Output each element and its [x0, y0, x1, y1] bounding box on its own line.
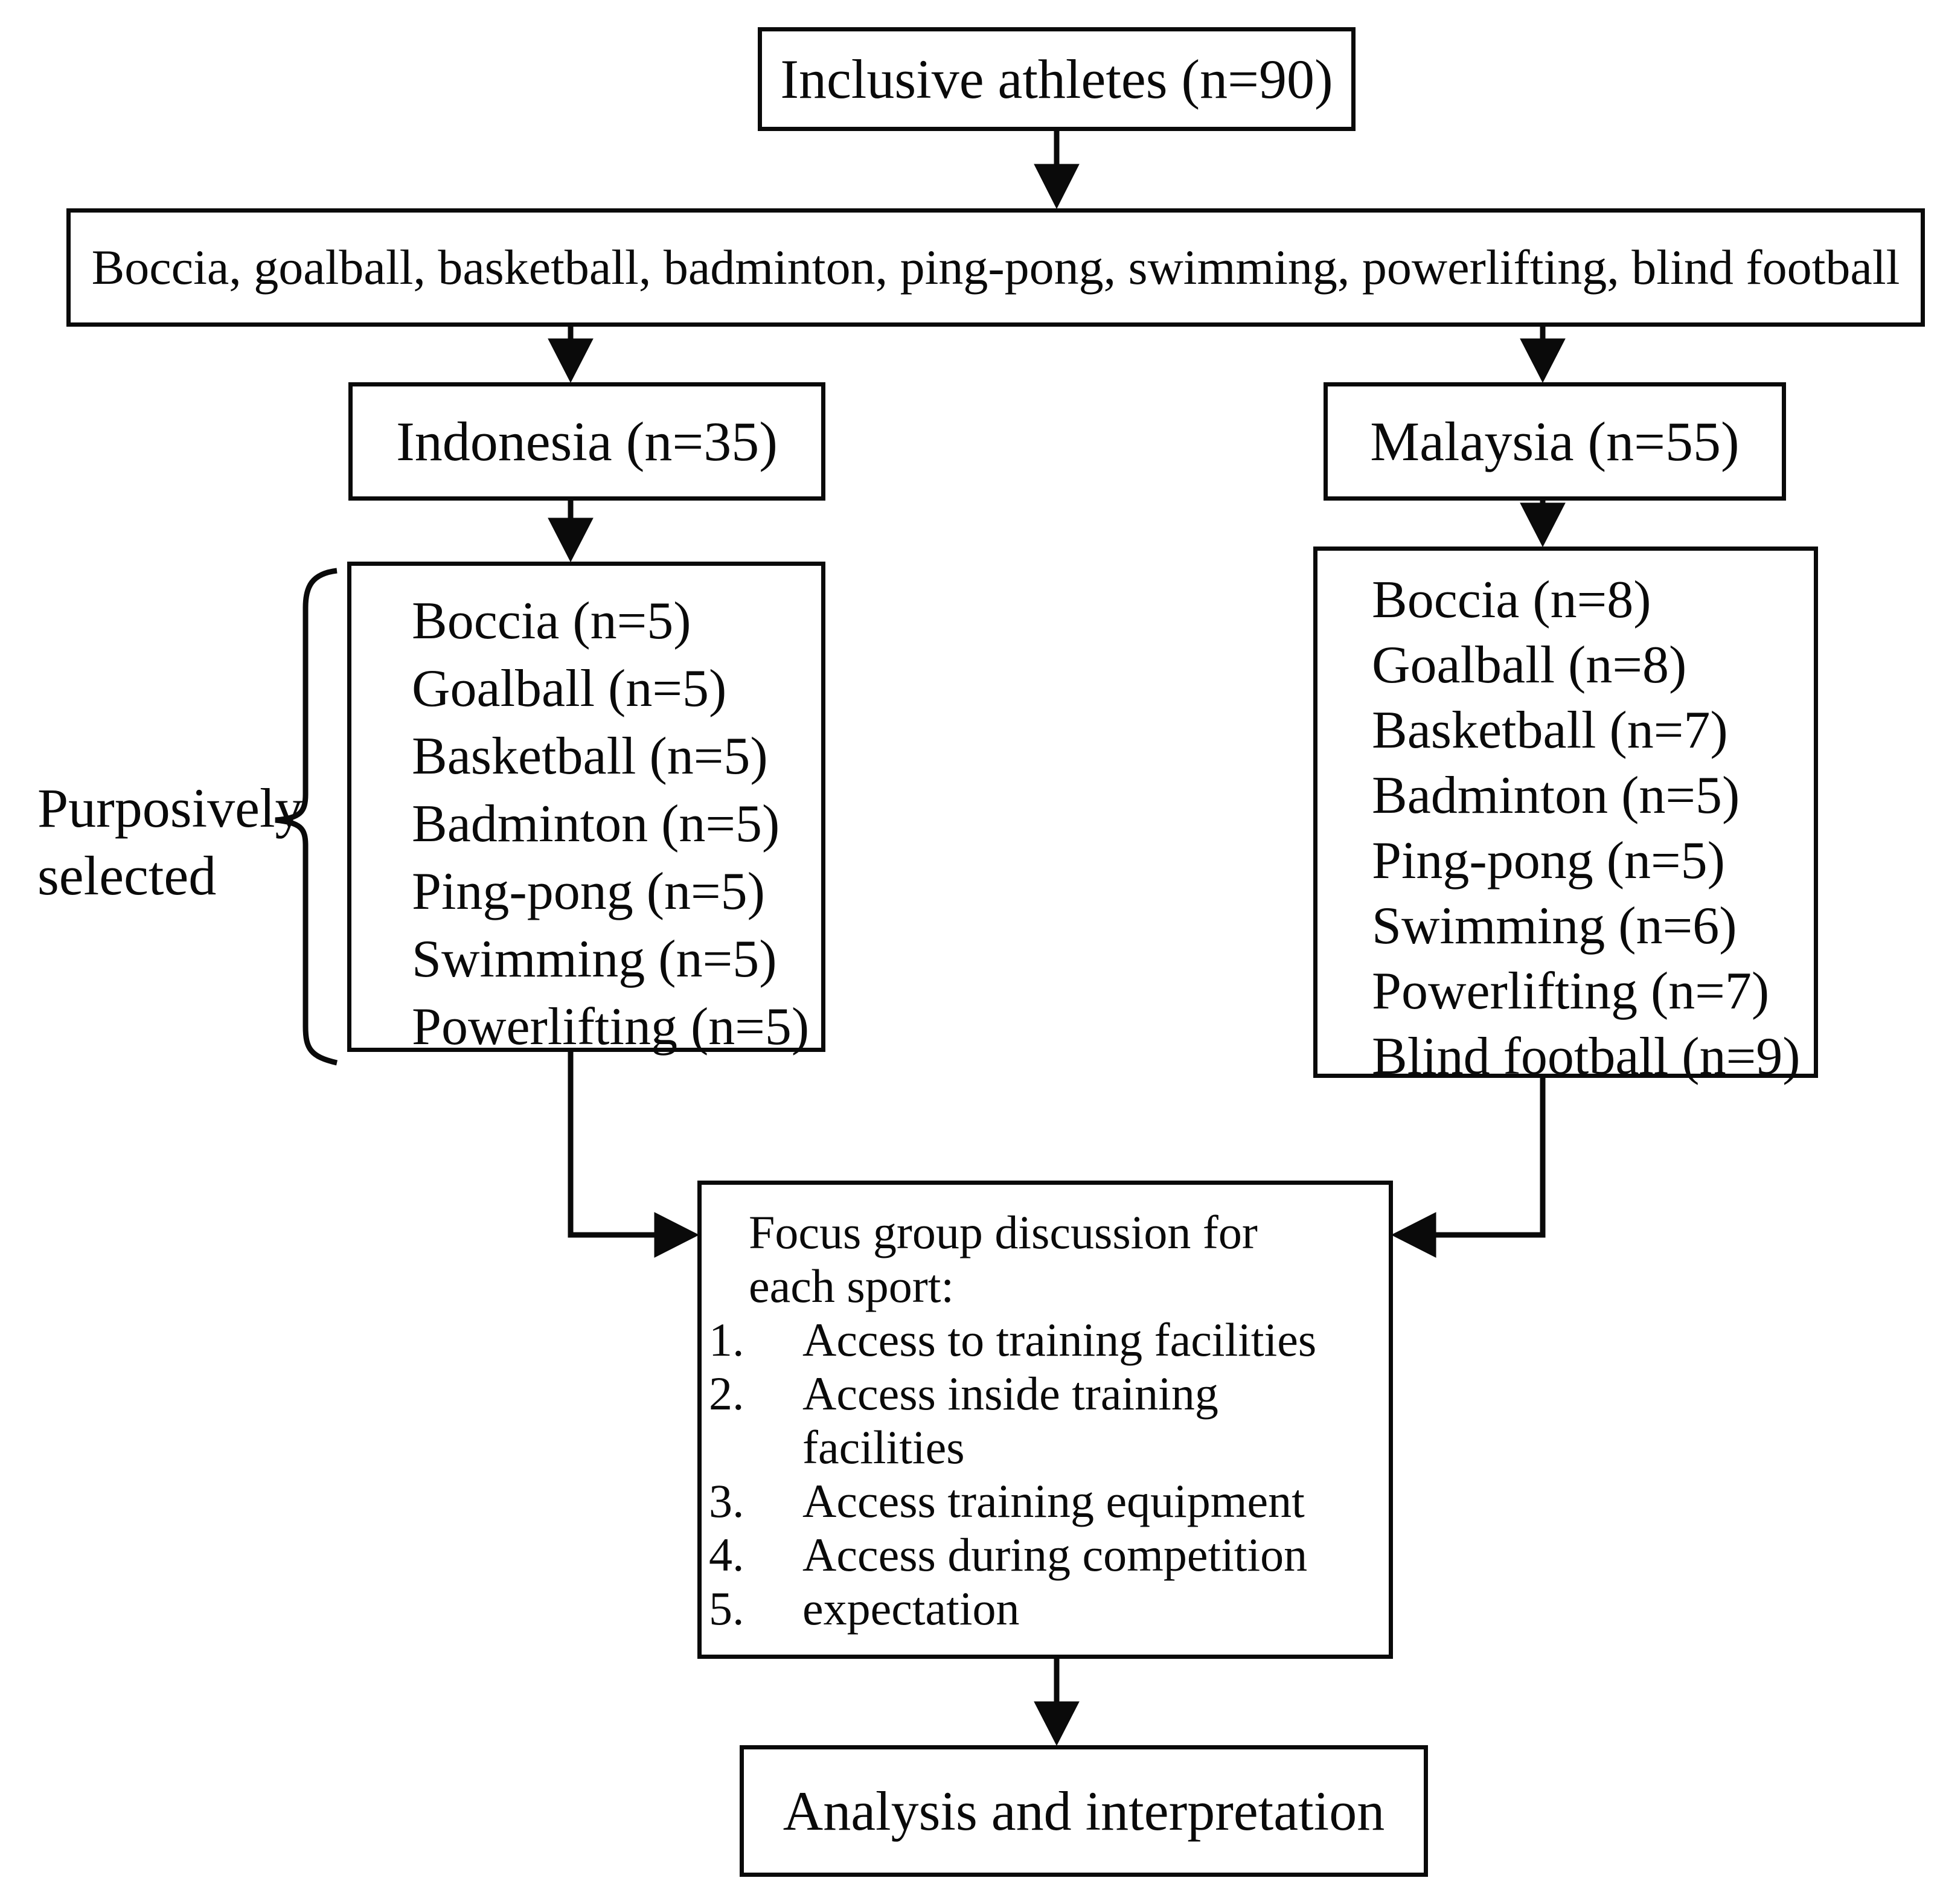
node-indonesia: Indonesia (n=35) — [348, 382, 825, 501]
list-item: Badminton (n=5) — [412, 795, 780, 853]
node-focus-group-discussion: Focus group discussion for each sport: 1… — [697, 1181, 1393, 1659]
item-number: 4. — [709, 1528, 744, 1581]
item-number: 5. — [709, 1582, 744, 1635]
item-text: Access training equipment — [802, 1475, 1305, 1527]
indonesia-sport-list-lines: Boccia (n=5) Goalball (n=5) Basketball (… — [351, 566, 821, 1061]
arrow-focus-to-analysis-icon — [1034, 1656, 1080, 1746]
focus-group-item: 5. expectation — [709, 1582, 1389, 1635]
focus-group-item: 4. Access during competition — [709, 1528, 1389, 1582]
arrow-inclusive-to-sports-icon — [1034, 128, 1080, 210]
list-item: Blind football (n=9) — [1372, 1027, 1801, 1086]
connector-malaysia-list-to-focus-icon — [1391, 1076, 1546, 1258]
arrow-indonesia-to-list-icon — [548, 499, 594, 563]
list-item: Basketball (n=5) — [412, 727, 768, 786]
list-item: Swimming (n=5) — [412, 930, 777, 989]
list-item: Boccia (n=5) — [412, 592, 691, 650]
item-number: 3. — [709, 1475, 744, 1527]
connector-indonesia-list-to-focus-icon — [568, 1049, 700, 1258]
purposively-selected-bracket-icon — [275, 568, 338, 1066]
list-item: Goalball (n=8) — [1372, 636, 1687, 694]
node-indonesia-sport-list: Boccia (n=5) Goalball (n=5) Basketball (… — [347, 562, 825, 1056]
focus-group-item: 2. Access inside training facilities — [709, 1367, 1389, 1474]
list-item: Powerlifting (n=5) — [412, 998, 810, 1056]
item-text: Access during competition — [802, 1528, 1308, 1581]
list-item: Badminton (n=5) — [1372, 766, 1740, 825]
item-text: Access inside training facilities — [802, 1367, 1218, 1473]
list-item: Goalball (n=5) — [412, 659, 727, 718]
list-item: Basketball (n=7) — [1372, 701, 1728, 760]
arrow-sports-to-indonesia-icon — [548, 324, 594, 383]
item-number: 2. — [709, 1367, 744, 1420]
list-item: Swimming (n=6) — [1372, 897, 1737, 955]
list-item: Powerlifting (n=7) — [1372, 962, 1770, 1021]
node-analysis-interpretation: Analysis and interpretation — [740, 1745, 1428, 1877]
list-item: Ping-pong (n=5) — [412, 862, 765, 921]
item-text: Access to training facilities — [802, 1313, 1317, 1366]
arrow-malaysia-to-list-icon — [1520, 499, 1566, 548]
malaysia-sport-list-lines: Boccia (n=8) Goalball (n=8) Basketball (… — [1317, 551, 1814, 1089]
focus-group-heading: Focus group discussion for each sport: — [749, 1206, 1258, 1312]
list-item: Boccia (n=8) — [1372, 571, 1651, 629]
focus-group-item: 3. Access training equipment — [709, 1474, 1389, 1528]
node-sports-pool: Boccia, goalball, basketball, badminton,… — [66, 208, 1925, 327]
list-item: Ping-pong (n=5) — [1372, 832, 1725, 890]
item-text: expectation — [802, 1582, 1020, 1635]
item-number: 1. — [709, 1313, 744, 1366]
node-malaysia-sport-list: Boccia (n=8) Goalball (n=8) Basketball (… — [1313, 547, 1818, 1086]
focus-group-item: 1. Access to training facilities — [709, 1313, 1389, 1367]
node-malaysia: Malaysia (n=55) — [1324, 382, 1786, 501]
arrow-sports-to-malaysia-icon — [1520, 324, 1566, 383]
purposively-selected-label: Purposively selected — [37, 777, 303, 906]
node-inclusive-athletes: Inclusive athletes (n=90) — [758, 27, 1356, 131]
focus-group-content: Focus group discussion for each sport: 1… — [702, 1185, 1389, 1635]
